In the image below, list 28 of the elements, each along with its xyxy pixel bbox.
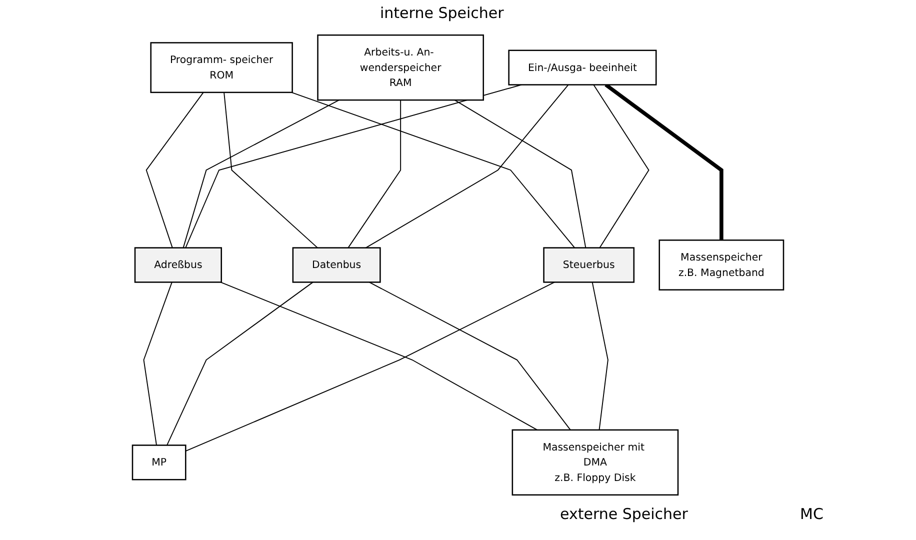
connector — [224, 92, 318, 248]
node-box: Massenspeicher mit DMA z.B. Floppy Disk — [512, 429, 679, 496]
node-box: Arbeits-u. An- wenderspeicher RAM — [317, 34, 484, 101]
node-box: Programm- speicher ROM — [150, 42, 293, 94]
connector — [146, 92, 204, 248]
connector — [166, 282, 314, 446]
connector — [291, 92, 576, 248]
node-box: Datenbus — [292, 247, 381, 283]
connector — [592, 282, 608, 430]
node-box: Adreßbus — [134, 247, 222, 283]
node-box: Ein-/Ausga- beeinheit — [508, 50, 657, 86]
connector — [143, 282, 172, 446]
connector — [454, 100, 586, 248]
node-box: Massenspeicher z.B. Magnetband — [658, 240, 784, 290]
node-box: Steuerbus — [543, 247, 635, 283]
connector — [220, 282, 538, 430]
connector — [185, 282, 555, 452]
note-text: interne Speicher — [380, 4, 504, 22]
connector — [185, 84, 522, 248]
connector — [348, 100, 402, 248]
connector — [365, 84, 569, 248]
connector — [368, 282, 571, 430]
connector — [604, 83, 724, 240]
connector — [593, 84, 650, 248]
note-text: MC — [800, 505, 824, 523]
connector — [182, 100, 340, 248]
node-box: MP — [132, 444, 186, 480]
note-text: externe Speicher — [560, 505, 688, 523]
